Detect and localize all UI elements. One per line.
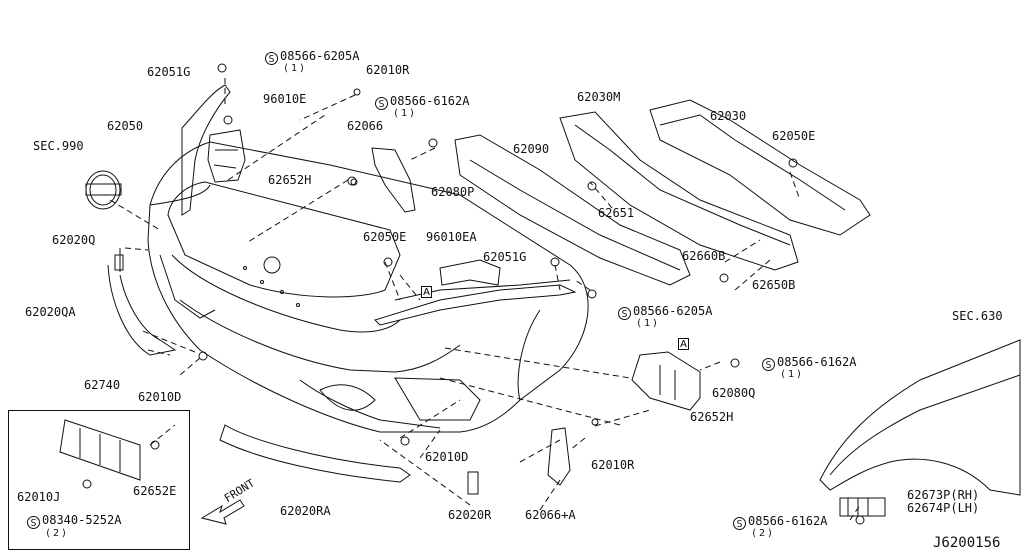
clip-62066A [547, 427, 571, 486]
qty-08566-6162A-right: (1) [780, 369, 805, 380]
label-62066A: 62066+A [525, 508, 576, 522]
qty-08566-6205A-top: (1) [283, 63, 308, 74]
label-96010EA: 96010EA [426, 230, 477, 244]
label-62652H-bottom: 62652H [690, 410, 734, 424]
s-symbol-icon: S [618, 307, 631, 320]
label-62010J: 62010J [17, 490, 61, 504]
label-62650B: 62650B [752, 278, 796, 292]
label-62652E: 62652E [133, 484, 177, 498]
bumper-side-bracket-62050 [181, 84, 231, 216]
label-62066: 62066 [347, 119, 384, 133]
label-62080P: 62080P [431, 185, 475, 199]
label-62020Q: 62020Q [52, 233, 96, 247]
reinforcement-62030 [649, 99, 871, 236]
emblem-sec990 [85, 170, 122, 210]
qty-08340-5252A: (2) [45, 528, 70, 539]
label-62651: 62651 [598, 206, 635, 220]
label-62010D-center: 62010D [425, 450, 469, 464]
qty-08566-6162A-top: (1) [393, 108, 418, 119]
view-a-marker: A [421, 286, 432, 298]
s-symbol-icon: S [762, 358, 775, 371]
label-62020R: 62020R [448, 508, 492, 522]
s-symbol-icon: S [375, 97, 388, 110]
label-62010R-bottom: 62010R [591, 458, 635, 472]
label-62090: 62090 [513, 142, 550, 156]
label-62652H-top: 62652H [268, 173, 312, 187]
label-62030: 62030 [710, 109, 747, 123]
side-molding [374, 284, 577, 326]
reinforcement-62030M [559, 111, 799, 271]
label-62050: 62050 [107, 119, 144, 133]
qty-08566-6162A-bottom: (2) [751, 528, 776, 539]
label-62080Q: 62080Q [712, 386, 756, 400]
leader-lines [109, 78, 861, 521]
license-plate-inset [8, 410, 190, 550]
front-bumper-fascia [147, 141, 589, 433]
front-arrow-icon [200, 499, 245, 525]
label-62740: 62740 [84, 378, 121, 392]
label-sec630: SEC.630 [952, 309, 1003, 323]
label-62020QA: 62020QA [25, 305, 76, 319]
qty-08566-6205A-center: (1) [636, 318, 661, 329]
s-symbol-icon: S [27, 516, 40, 529]
label-62051G-top: 62051G [147, 65, 191, 79]
bracket-62673P [839, 497, 886, 517]
fasteners [82, 63, 865, 525]
label-62030M: 62030M [577, 90, 621, 104]
label-62010D-left: 62010D [138, 390, 182, 404]
label-62051G-center: 62051G [483, 250, 527, 264]
clip-62020R [467, 471, 479, 495]
label-sec990: SEC.990 [33, 139, 84, 153]
bracket-62080P [371, 147, 416, 213]
label-62050E-right: 62050E [772, 129, 816, 143]
absorber-62090 [454, 134, 691, 286]
diagram-id: J6200156 [933, 535, 1001, 551]
label-62673P: 62673P(RH) [907, 488, 980, 502]
label-62674P: 62674P(LH) [907, 501, 980, 515]
label-62020RA: 62020RA [280, 504, 331, 518]
view-a-marker: A [678, 338, 689, 350]
bracket-62080Q [631, 351, 701, 411]
label-62010R-top: 62010R [366, 63, 410, 77]
license-plate-bracket-62740 [59, 419, 141, 481]
label-96010E: 96010E [263, 92, 307, 106]
label-62050E-center: 62050E [363, 230, 407, 244]
label-62660B: 62660B [682, 249, 726, 263]
bracket-96010E [207, 129, 246, 183]
front-fender-sec630 [819, 339, 1021, 496]
bracket-96010EA [439, 259, 501, 286]
s-symbol-icon: S [265, 52, 278, 65]
lower-trim-left [107, 248, 411, 483]
s-symbol-icon: S [733, 517, 746, 530]
